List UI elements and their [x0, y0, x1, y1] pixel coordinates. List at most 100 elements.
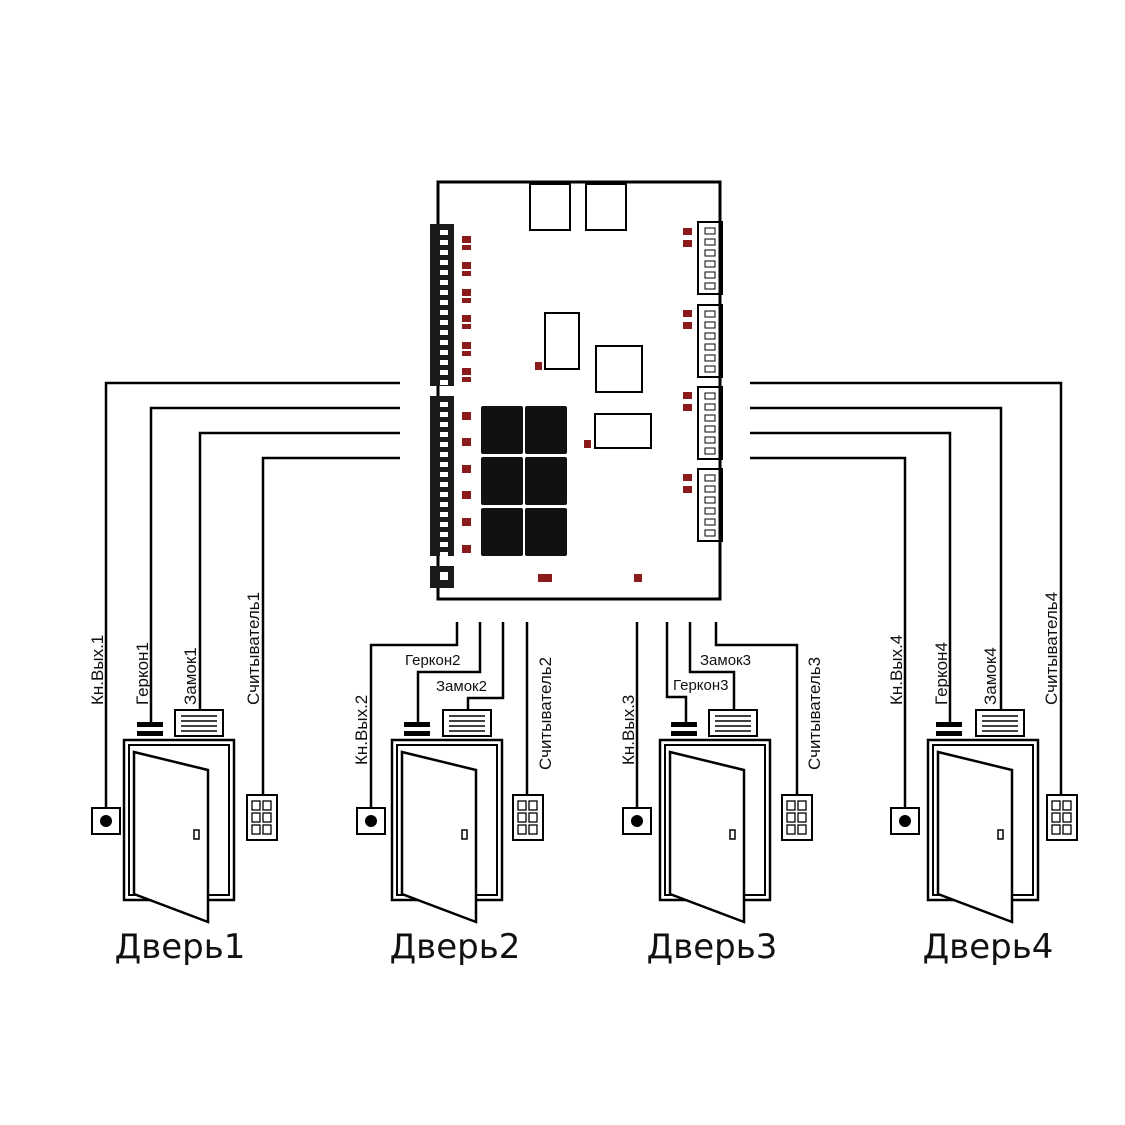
door3-reader-label: Считыватель3 [805, 657, 824, 770]
terminal-pin [440, 340, 448, 345]
led [462, 342, 471, 349]
led [683, 486, 692, 493]
led [462, 236, 471, 243]
door2-title: Дверь2 [390, 927, 521, 967]
keypad-key [1051, 800, 1061, 811]
keypad-key [1062, 800, 1072, 811]
chip-2 [594, 413, 652, 449]
top-port-2 [585, 183, 627, 231]
terminal-pin [440, 360, 448, 365]
keypad-key [251, 824, 261, 835]
reed-switch-icon [404, 731, 430, 736]
terminal-pin [440, 310, 448, 315]
chip-2-led [584, 440, 591, 448]
exit-button-dot [365, 815, 377, 827]
led [683, 392, 692, 399]
terminal-pin [440, 250, 448, 255]
controller-board [430, 180, 723, 601]
door-leaf [400, 750, 478, 924]
terminal-pin [440, 512, 448, 517]
keypad-key [528, 800, 538, 811]
terminal-pin [704, 354, 716, 362]
terminal-pin [440, 482, 448, 487]
terminal-pin [704, 227, 716, 235]
door1-reader-label: Считыватель1 [244, 592, 263, 705]
door1-reed-label: Геркон1 [133, 642, 152, 705]
terminal-pin [704, 260, 716, 268]
terminal-pin [704, 496, 716, 504]
reed-switch-icon [936, 731, 962, 736]
terminal-pin [440, 542, 448, 547]
door1-lock-label: Замок1 [181, 647, 200, 705]
terminal-pin [704, 271, 716, 279]
keypad-key [528, 824, 538, 835]
door2-reed-label: Геркон2 [405, 652, 461, 669]
doors-layer [91, 709, 1078, 924]
door3-title: Дверь3 [647, 927, 778, 967]
exit-button-dot [631, 815, 643, 827]
keypad-key [797, 800, 807, 811]
door2-lock-label: Замок2 [436, 678, 487, 695]
keypad-key [517, 800, 527, 811]
lock-icon [442, 709, 492, 737]
terminal-pin [704, 425, 716, 433]
bottom-led-1 [538, 574, 552, 582]
terminal-pin [704, 485, 716, 493]
door4-lock-label: Замок4 [981, 647, 1000, 705]
led [462, 271, 471, 276]
door2-exit-button-label: Кн.Вых.2 [352, 695, 371, 765]
led [462, 465, 471, 473]
keypad-key [797, 824, 807, 835]
terminal-pin [704, 282, 716, 290]
terminal-pin [704, 392, 716, 400]
door2-reader-label: Считыватель2 [536, 657, 555, 770]
reed-switch-icon [137, 731, 163, 736]
terminal-pin [704, 414, 716, 422]
led [462, 518, 471, 526]
led [683, 322, 692, 329]
keypad-key [786, 800, 796, 811]
chip-1-led [535, 362, 542, 370]
keypad-key [786, 824, 796, 835]
terminal-pin [440, 320, 448, 325]
led [462, 368, 471, 375]
led [683, 240, 692, 247]
terminal-pin [440, 330, 448, 335]
terminal-pin [440, 462, 448, 467]
led [462, 351, 471, 356]
door4-reader-label: Считыватель4 [1042, 592, 1061, 705]
door3-lock-label: Замок3 [700, 652, 751, 669]
terminal-pin [704, 238, 716, 246]
keypad-key [528, 812, 538, 823]
terminal-pin [704, 343, 716, 351]
right-terminal-pins [704, 227, 716, 537]
terminal-pin [440, 432, 448, 437]
door1-exit-button-label: Кн.Вых.1 [88, 635, 107, 705]
terminal-pin [440, 532, 448, 537]
lock-icon [975, 709, 1025, 737]
keypad-key [262, 824, 272, 835]
keypad-key [1051, 824, 1061, 835]
lock-icon [174, 709, 224, 737]
door-handle-icon [997, 829, 1004, 840]
terminal-pin [440, 370, 448, 375]
terminal-pin [704, 332, 716, 340]
door1-title: Дверь1 [115, 927, 246, 967]
door1 [91, 709, 278, 924]
reed-switch-icon [404, 722, 430, 727]
terminal-pin [440, 270, 448, 275]
bottom-led-2 [634, 574, 642, 582]
terminal-pin [704, 507, 716, 515]
door-handle-icon [729, 829, 736, 840]
door-leaf [936, 750, 1014, 924]
terminal-pin [704, 365, 716, 373]
door-handle-icon [193, 829, 200, 840]
door4 [890, 709, 1078, 924]
keypad-key [251, 812, 261, 823]
terminal-pin [440, 412, 448, 417]
keypad-key [1062, 812, 1072, 823]
reed-switch-icon [137, 722, 163, 727]
terminal-pin [440, 280, 448, 285]
led [462, 245, 471, 250]
